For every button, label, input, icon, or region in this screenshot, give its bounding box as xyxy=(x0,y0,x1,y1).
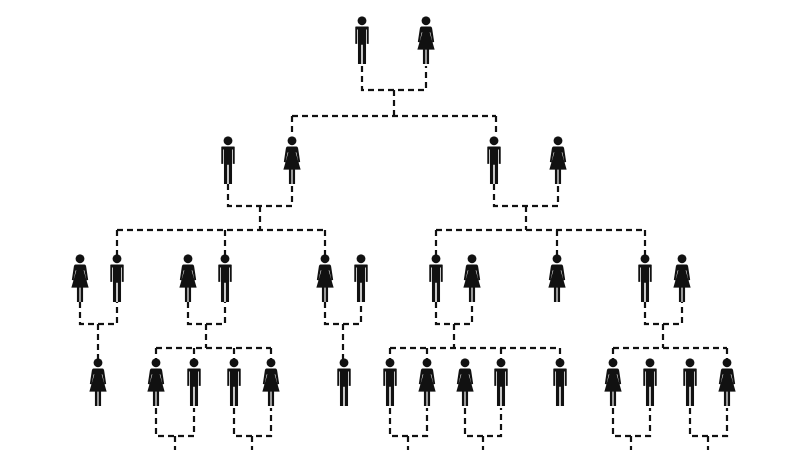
connector-line xyxy=(492,184,560,208)
male-person-icon xyxy=(553,358,567,406)
female-person-icon xyxy=(463,254,481,302)
male-person-icon xyxy=(110,254,124,302)
female-person-icon xyxy=(604,358,622,406)
female-person-icon xyxy=(549,136,567,184)
connector-line xyxy=(360,66,428,92)
connector-line xyxy=(154,408,196,438)
female-person-icon xyxy=(262,358,280,406)
male-person-icon xyxy=(494,358,508,406)
male-person-icon xyxy=(429,254,443,302)
female-person-icon xyxy=(316,254,334,302)
female-person-icon xyxy=(456,358,474,406)
connector-line xyxy=(611,408,652,438)
connector-lines xyxy=(78,66,729,450)
connector-line xyxy=(232,408,273,438)
female-person-icon xyxy=(673,254,691,302)
male-person-icon xyxy=(187,358,201,406)
male-person-icon xyxy=(221,136,235,184)
people xyxy=(71,16,736,406)
male-person-icon xyxy=(354,254,368,302)
female-person-icon xyxy=(147,358,165,406)
female-person-icon xyxy=(718,358,736,406)
connector-line xyxy=(688,408,729,438)
male-person-icon xyxy=(355,16,369,64)
female-person-icon xyxy=(283,136,301,184)
female-person-icon xyxy=(179,254,197,302)
connector-line xyxy=(463,408,503,438)
male-person-icon xyxy=(337,358,351,406)
connector-line xyxy=(186,302,227,326)
connector-line xyxy=(226,184,294,208)
connector-line xyxy=(388,408,429,438)
female-person-icon xyxy=(418,358,436,406)
female-person-icon xyxy=(71,254,89,302)
male-person-icon xyxy=(487,136,501,184)
female-person-icon xyxy=(548,254,566,302)
female-person-icon xyxy=(89,358,107,406)
connector-line xyxy=(323,302,363,326)
male-person-icon xyxy=(638,254,652,302)
connector-line xyxy=(434,302,474,326)
male-person-icon xyxy=(218,254,232,302)
connector-line xyxy=(78,302,119,326)
male-person-icon xyxy=(227,358,241,406)
male-person-icon xyxy=(643,358,657,406)
connector-line xyxy=(643,302,684,326)
male-person-icon xyxy=(383,358,397,406)
female-person-icon xyxy=(417,16,435,64)
male-person-icon xyxy=(683,358,697,406)
